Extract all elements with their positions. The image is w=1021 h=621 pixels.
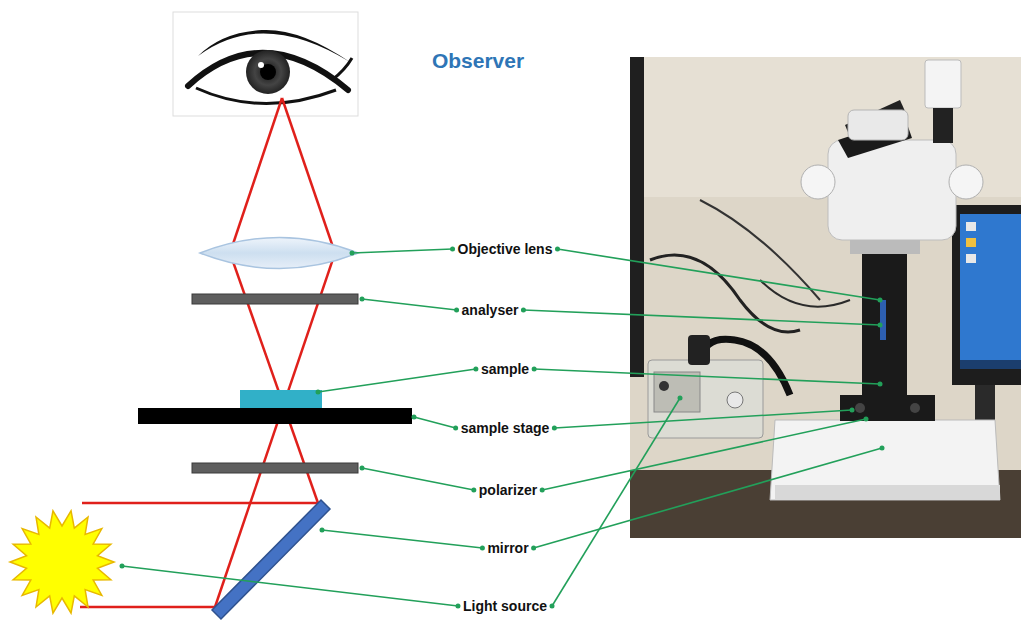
leader-dot (880, 446, 885, 451)
leader-dot (471, 488, 476, 493)
part-label: sample (481, 361, 529, 378)
leader-dot (521, 308, 526, 313)
part-label: analyser (462, 302, 519, 319)
leader-line (318, 369, 476, 392)
leader-dot (453, 426, 458, 431)
leader-line (542, 419, 866, 490)
leader-line (122, 566, 458, 606)
leader-line (554, 410, 852, 428)
leader-line (523, 310, 880, 325)
leader-dot (552, 426, 557, 431)
leader-dot (555, 247, 560, 252)
sun-symbol (10, 511, 114, 613)
leader-dot (455, 604, 460, 609)
leader-line (322, 530, 482, 548)
eye-icon (173, 12, 358, 116)
part-label: Light source (463, 598, 547, 615)
lens-symbol (200, 238, 358, 269)
observer-heading: Observer (432, 48, 524, 73)
leader-dot (480, 546, 485, 551)
leader-dot (878, 323, 883, 328)
leader-line (534, 448, 882, 548)
stage-plate (138, 408, 412, 424)
leader-dot (320, 528, 325, 533)
leader-line (534, 369, 880, 384)
leader-dot (850, 408, 855, 413)
leader-dot (878, 298, 883, 303)
leader-dot (550, 604, 555, 609)
sun-symbol (10, 511, 114, 613)
leader-dot (450, 247, 455, 252)
leader-dot (678, 396, 683, 401)
analyser-plate (192, 294, 358, 304)
leader-dot (540, 488, 545, 493)
leader-line (352, 249, 453, 253)
sample-block (240, 390, 322, 408)
leader-dot (360, 297, 365, 302)
leader-dot (864, 417, 869, 422)
polarizer-plate (192, 463, 358, 473)
part-label: Objective lens (458, 241, 553, 258)
leader-dot (531, 546, 536, 551)
leader-line (362, 468, 474, 490)
leader-dot (454, 308, 459, 313)
part-label: sample stage (461, 420, 550, 437)
leader-dot (316, 390, 321, 395)
part-label: polarizer (479, 482, 537, 499)
leader-dot (350, 251, 355, 256)
leader-line (362, 299, 457, 310)
leader-line (414, 417, 456, 428)
leader-line (557, 249, 880, 300)
part-label: mirror (487, 540, 528, 557)
leader-dot (532, 367, 537, 372)
leader-dot (473, 367, 478, 372)
mirror-bar (212, 500, 330, 619)
leader-dot (120, 564, 125, 569)
leader-line (552, 398, 680, 606)
leader-dot (412, 415, 417, 420)
leader-dot (878, 382, 883, 387)
microscope-photo (630, 57, 1021, 538)
leader-dot (360, 466, 365, 471)
